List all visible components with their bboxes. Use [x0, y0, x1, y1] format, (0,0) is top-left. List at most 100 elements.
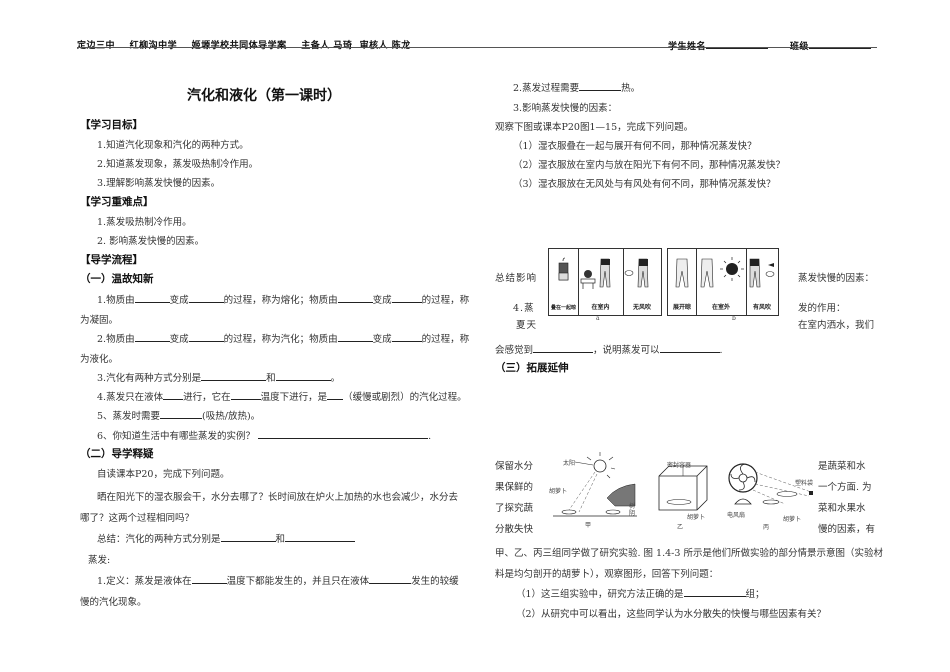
feel-blank-2[interactable]	[659, 342, 720, 353]
header-divider	[77, 47, 877, 48]
q1-text-b: 变成	[169, 295, 189, 306]
group-label-bing: 丙	[763, 524, 770, 531]
preparer-label: 主备人	[301, 41, 330, 51]
q2-text-e: 的过程，称	[421, 334, 470, 345]
summary-blank-2[interactable]	[285, 531, 356, 542]
panel-spread: 展开晾	[668, 249, 697, 315]
q6-blank[interactable]	[258, 428, 429, 439]
annotation-shade: 树阴	[629, 503, 636, 517]
right-q2-text-a: 2.蒸发过程需要	[513, 83, 580, 94]
q4-text-b: 进行，它在	[183, 392, 231, 403]
clothes-figure-a: 叠在一起晾 在室内 无风吹	[548, 248, 662, 316]
student-info: 学生姓名 班级	[668, 38, 871, 52]
extend-question-1: （1）这三组实验中，研究方法正确的是组；	[516, 586, 765, 600]
feel-blank-1[interactable]	[533, 342, 594, 353]
def-text-c: 发生的较缓	[411, 576, 459, 587]
summary-text-b: 和	[275, 534, 286, 545]
review-q6: 6、你知道生活中有哪些蒸发的实例？ .	[97, 428, 431, 442]
q2-text-d: 变成	[372, 334, 392, 345]
group-label-yi: 乙	[677, 524, 684, 531]
q1-blank-1[interactable]	[134, 292, 170, 303]
q4-text-d: （缓慢或剧烈）的汽化过程。	[343, 392, 467, 403]
review-q3: 3.汽化有两种方式分别是和。	[97, 370, 340, 384]
q2-blank-2[interactable]	[188, 331, 224, 342]
q2-blank-1[interactable]	[134, 331, 170, 342]
panel-indoor: 在室内	[578, 249, 624, 315]
q6-text-b: .	[428, 431, 432, 442]
panel-windy: 有风吹	[746, 249, 778, 315]
q1-text-a: 1.物质由	[97, 295, 135, 306]
extend-question-2: （2）从研究中可以看出，这些同学认为水分散失的快慢与哪些因素有关？	[516, 609, 827, 620]
def-blank-1[interactable]	[191, 573, 227, 584]
q2-text-a: 2.物质由	[97, 334, 135, 345]
extend-wrap-right-1: 是蔬菜和水	[818, 461, 866, 472]
wrap-left-1: 总结影响	[495, 273, 538, 284]
feel-text-c: .	[719, 345, 723, 356]
feel-text-b: ，说明蒸发可以	[593, 345, 660, 356]
q5-blank[interactable]	[160, 408, 203, 419]
q2-blank-4[interactable]	[391, 331, 422, 342]
goal-3: 3.理解影响蒸发快慢的因素。	[97, 178, 221, 189]
right-q2: 2.蒸发过程需要 热。	[513, 80, 640, 94]
reviewer-label: 审核人	[359, 41, 389, 51]
figure-a-label: a	[596, 315, 600, 322]
q6-text-a: 6、你知道生活中有哪些蒸发的实例？	[97, 431, 256, 442]
q2-blank-3[interactable]	[337, 331, 373, 342]
summary-text-a: 总结：汽化的两种方式分别是	[97, 534, 221, 545]
q3-blank-1[interactable]	[201, 370, 267, 381]
summary-blank-1[interactable]	[220, 531, 276, 542]
folded-clothes-icon	[558, 257, 569, 281]
review-q1: 1.物质由变成的过程，称为熔化；物质由变成的过程，称	[97, 292, 469, 306]
experiment-paragraph-line2: 料是均匀剖开的胡萝卜），观察图形，回答下列问题：	[495, 569, 719, 580]
experiment-paragraph-line1: 甲、乙、丙三组同学做了研究实验. 图 1.4-3 所示是他们所做实验的部分情景示…	[495, 548, 883, 559]
feel-text-a: 会感觉到	[495, 345, 534, 356]
keypoint-1: 1.蒸发吸热制冷作用。	[97, 217, 192, 228]
q4-text-a: 4.蒸发只在液体	[97, 392, 164, 403]
figure-b-label: b	[732, 315, 736, 322]
q3-text-a: 3.汽化有两种方式分别是	[97, 373, 202, 384]
annotation-sun: 太阳	[563, 460, 576, 467]
q5-text-a: 5、蒸发时需要	[97, 411, 161, 422]
wrap-right-1: 蒸发快慢的因素：	[798, 273, 875, 284]
experiment-figure: 太阳 胡萝卜 树阴 甲 密封容器 胡萝卜 乙 电风扇 塑料袋 胡萝卜 丙	[545, 448, 815, 534]
panel-caption: 叠在一起晾	[550, 305, 576, 311]
q4-blank-1[interactable]	[163, 389, 184, 400]
ext-q1-blank[interactable]	[683, 586, 746, 597]
extend-wrap-left-3: 了探究蔬	[495, 503, 534, 514]
indoor-clothes-icon	[580, 258, 611, 289]
q3-blank-2[interactable]	[275, 370, 331, 381]
goal-2: 2.知道蒸发现象，蒸发吸热制冷作用。	[97, 159, 259, 170]
panel-caption: 在室内	[591, 304, 610, 311]
no-wind-clothes-icon	[624, 258, 649, 288]
sub-question-3: （3）湿衣服放在无风处与有风处有何不同，那种情况蒸发快？	[513, 179, 776, 190]
q1-text-d: 变成	[372, 295, 392, 306]
evap-definition: 1.定义：蒸发是液体在温度下都能发生的，并且只在液体发生的较缓	[97, 573, 459, 587]
q4-blank-3[interactable]	[327, 389, 344, 400]
right-q2-blank[interactable]	[579, 80, 622, 91]
preparer-name: 马琦	[333, 41, 353, 51]
review-q1-cont: 为凝固。	[80, 315, 119, 326]
q1-blank-2[interactable]	[188, 292, 224, 303]
q4-blank-2[interactable]	[230, 389, 261, 400]
feel-sentence: 会感觉到 ，说明蒸发可以.	[495, 342, 723, 356]
wrap-right-2: 发的作用：	[798, 303, 846, 314]
class-field[interactable]	[808, 38, 871, 49]
guide-summary: 总结：汽化的两种方式分别是 和	[97, 531, 356, 545]
school-3: 姬塬学校共同体导学案	[191, 41, 287, 51]
extend-wrap-right-3: 菜和水果水	[818, 503, 866, 514]
sub-question-1: （1）湿衣服叠在一起与展开有何不同，那种情况蒸发快？	[513, 141, 757, 152]
q1-blank-4[interactable]	[391, 292, 422, 303]
def-blank-2[interactable]	[369, 573, 412, 584]
observe-instruction: 观察下图或课本P20图1—15，完成下列问题。	[495, 122, 694, 133]
q1-blank-3[interactable]	[337, 292, 373, 303]
evap-definition-cont: 慢的汽化现象。	[80, 597, 147, 608]
student-name-field[interactable]	[706, 38, 769, 49]
keypoints-heading: 【学习重难点】	[80, 196, 154, 208]
right-q2-text-b: 热。	[621, 83, 641, 94]
extend-wrap-left-2: 果保鲜的	[495, 482, 534, 493]
goal-1: 1.知道汽化现象和汽化的两种方式。	[97, 140, 249, 151]
annotation-fan: 电风扇	[727, 512, 746, 519]
page-header: 定边三中 红柳沟中学 姬塬学校共同体导学案 主备人 马琦 审核人 陈龙	[77, 38, 411, 51]
panel-folded: 叠在一起晾	[549, 249, 579, 315]
extend-heading: （三）拓展延伸	[495, 362, 569, 374]
